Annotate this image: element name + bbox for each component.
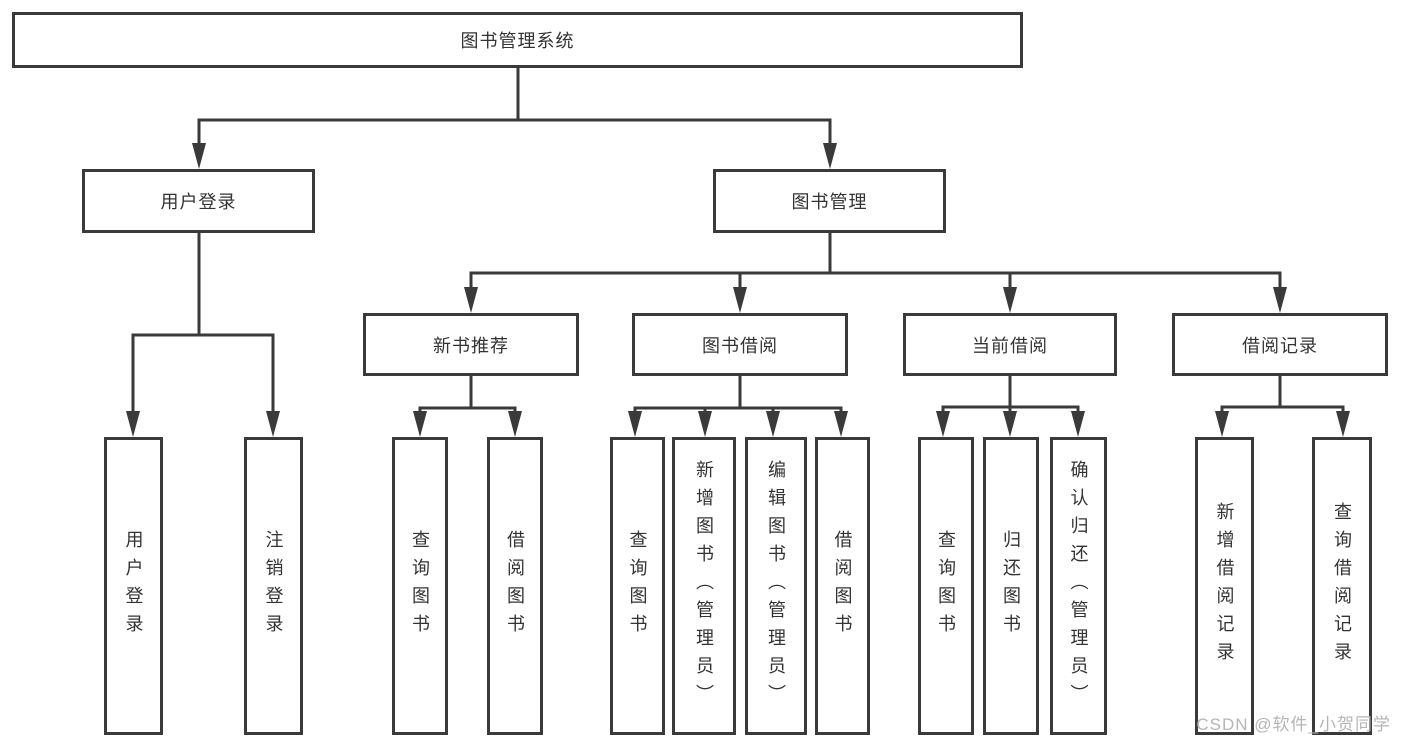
node-borrowing-records: 借阅记录 [1172, 313, 1388, 376]
leaf-user-login: 用户登录 [104, 437, 163, 735]
node-book-management-system: 图书管理系统 [12, 12, 1023, 68]
node-user-login: 用户登录 [82, 169, 315, 233]
leaf-cb-confirm-return-admin: 确认归还（管理员） [1050, 437, 1107, 735]
leaf-br-query-record: 查询借阅记录 [1312, 437, 1372, 735]
leaf-bb-edit-books-admin: 编辑图书（管理员） [745, 437, 807, 735]
leaf-bb-add-books-admin: 新增图书（管理员） [672, 437, 736, 735]
leaf-rec-query-books: 查询图书 [392, 437, 448, 735]
leaf-bb-query-books: 查询图书 [610, 437, 665, 735]
node-book-management: 图书管理 [713, 169, 946, 233]
node-current-borrowing: 当前借阅 [903, 313, 1117, 376]
leaf-br-add-record: 新增借阅记录 [1195, 437, 1254, 735]
leaf-rec-borrow-books: 借阅图书 [487, 437, 543, 735]
leaf-cb-return-books: 归还图书 [983, 437, 1039, 735]
leaf-logout: 注销登录 [244, 437, 303, 735]
leaf-bb-borrow-books: 借阅图书 [815, 437, 870, 735]
leaf-cb-query-books: 查询图书 [918, 437, 974, 735]
node-book-borrowing: 图书借阅 [632, 313, 848, 376]
watermark: CSDN @软件_小贺同学 [1196, 715, 1391, 734]
node-new-book-recommend: 新书推荐 [363, 313, 579, 376]
